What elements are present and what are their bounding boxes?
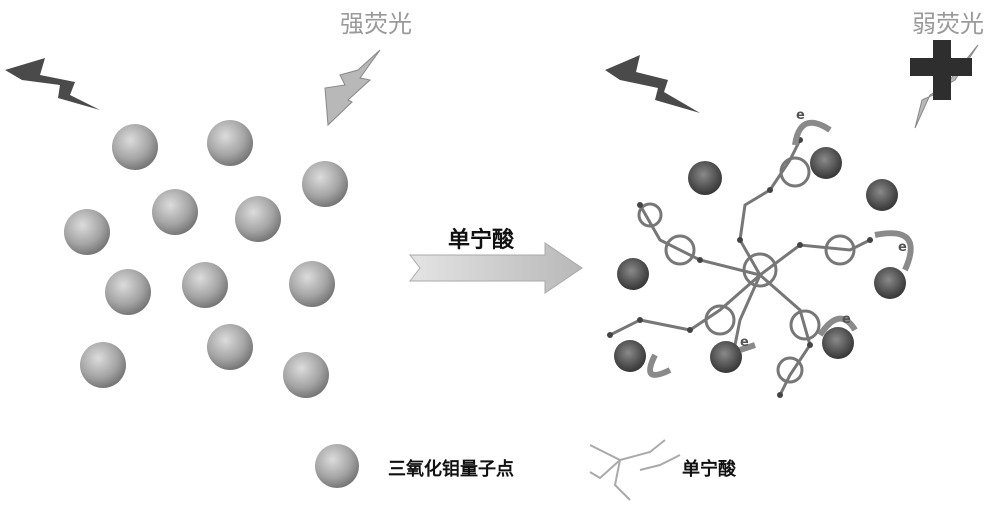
quantum-dots-aggregated	[614, 147, 906, 373]
quantum-dots-dispersed	[64, 120, 348, 398]
electron-label: e	[796, 108, 805, 123]
reaction-arrow	[408, 242, 583, 294]
molecule-atoms	[607, 137, 873, 398]
electron-label: e	[740, 335, 749, 350]
electron-transfer-arrows	[647, 119, 914, 378]
excitation-light-bolt-icon	[605, 55, 700, 113]
legend-molecule-icon	[589, 439, 681, 501]
strong-fluorescence-label: 强荧光	[340, 10, 412, 38]
legend-quantum-dot-label: 三氧化钼量子点	[388, 459, 514, 480]
legend-sphere-icon	[315, 444, 359, 488]
electron-label: e	[898, 240, 907, 255]
quenched-emission-icon	[910, 40, 979, 129]
weak-fluorescence-label: 弱荧光	[912, 10, 984, 38]
legend-tannic-acid-label: 单宁酸	[682, 459, 736, 480]
reaction-arrow-label: 单宁酸	[448, 228, 515, 253]
excitation-light-bolt-icon	[5, 58, 100, 110]
electron-label: e	[842, 312, 851, 327]
emission-light-bolt-icon	[324, 49, 381, 127]
